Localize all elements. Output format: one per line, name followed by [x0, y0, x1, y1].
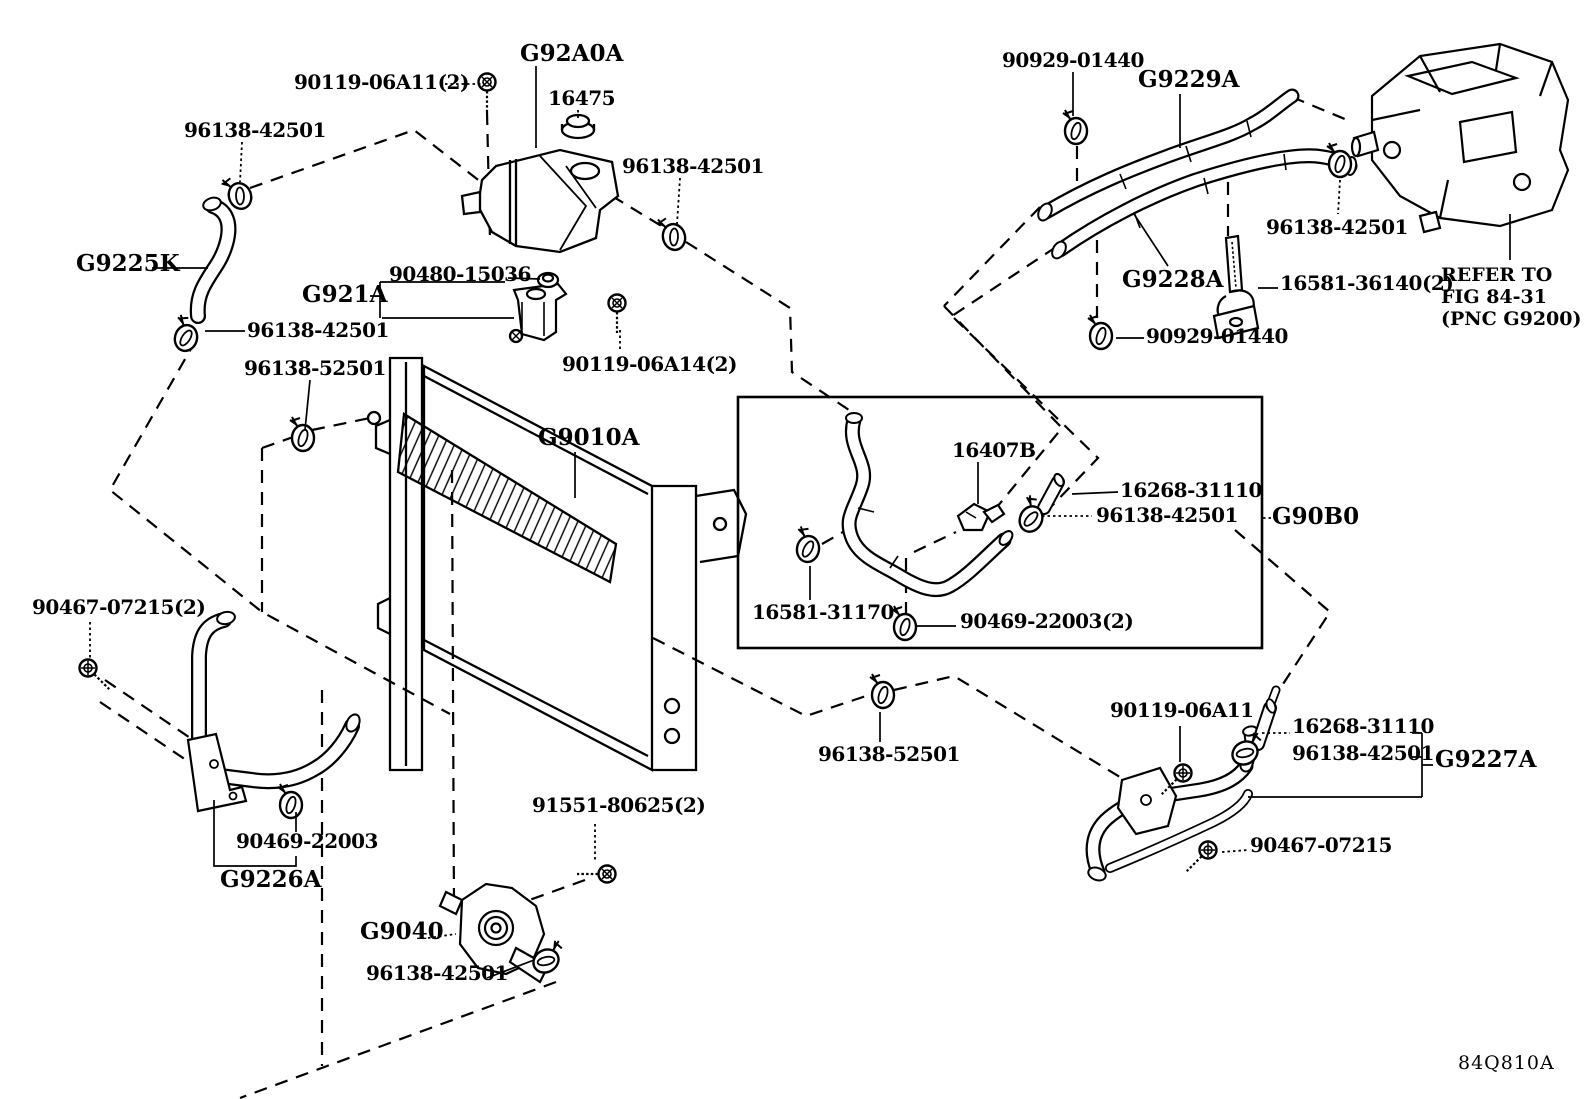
part-label-90929-01440-t[interactable]: 90929-01440	[1002, 48, 1144, 72]
part-label-g9229a[interactable]: G9229A	[1138, 66, 1240, 93]
part-label-91551-80625-2[interactable]: 91551-80625(2)	[532, 793, 706, 817]
part-label-16268-31110-br[interactable]: 16268-31110	[1292, 714, 1434, 738]
figure-code: 84Q810A	[1458, 1052, 1555, 1074]
part-label-96138-42501-br[interactable]: 96138-42501	[1292, 741, 1434, 765]
part-label-16581-36140-2[interactable]: 16581-36140(2)	[1280, 271, 1454, 295]
construction-lines	[99, 95, 1353, 1099]
part-label-90480-15036[interactable]: 90480-15036	[389, 262, 531, 286]
part-label-g921a[interactable]: G921A	[302, 281, 388, 308]
part-label-96138-52501-l[interactable]: 96138-52501	[244, 356, 386, 380]
bracket-16581-36140-drawing	[1212, 234, 1260, 340]
part-label-g9226a[interactable]: G9226A	[220, 866, 322, 893]
part-label-g9227a[interactable]: G9227A	[1435, 746, 1537, 773]
part-label-16268-31110-box[interactable]: 16268-31110	[1120, 478, 1262, 502]
joint-16268-box-drawing	[1037, 472, 1065, 515]
hose-g9226a	[186, 610, 361, 813]
part-label-96138-42501-tl[interactable]: 96138-42501	[184, 118, 326, 142]
hose-g9225k	[189, 196, 237, 324]
part-label-16475[interactable]: 16475	[548, 86, 616, 110]
radiator-drawing	[366, 328, 748, 772]
refer-note: REFER TO FIG 84-31 (PNC G9200)	[1441, 264, 1581, 330]
refer-note-line1: REFER TO	[1441, 264, 1553, 286]
part-label-90119-06a11[interactable]: 90119-06A11	[1110, 698, 1254, 722]
inverter-drawing	[1350, 42, 1570, 234]
part-label-g92a0a[interactable]: G92A0A	[520, 40, 624, 67]
part-label-g9040[interactable]: G9040	[360, 918, 444, 945]
pump-g9040-drawing	[438, 882, 550, 984]
hose-g9227a	[1085, 725, 1258, 882]
part-label-96138-42501-box[interactable]: 96138-42501	[1096, 503, 1238, 527]
part-label-90467-07215[interactable]: 90467-07215	[1250, 833, 1392, 857]
part-label-96138-42501-l[interactable]: 96138-42501	[247, 318, 389, 342]
hose-g9228a	[1051, 148, 1358, 260]
part-label-16581-31170[interactable]: 16581-31170	[752, 600, 894, 624]
bracket-g921a-drawing	[512, 271, 568, 342]
detail-box-g90b0	[736, 395, 1264, 650]
part-label-g9010a[interactable]: G9010A	[538, 424, 640, 451]
part-label-96138-52501-b[interactable]: 96138-52501	[818, 742, 960, 766]
leader-lines	[152, 66, 1511, 979]
part-label-96138-42501-tr[interactable]: 96138-42501	[1266, 215, 1408, 239]
part-label-90469-22003[interactable]: 90469-22003	[236, 829, 378, 853]
dotted-leader-lines	[89, 83, 1341, 939]
part-label-16407b[interactable]: 16407B	[952, 438, 1036, 462]
refer-note-line3: (PNC G9200)	[1441, 308, 1582, 330]
hose-g9229a	[1037, 88, 1300, 222]
part-label-90929-01440-b[interactable]: 90929-01440	[1146, 324, 1288, 348]
hose-g90b0	[841, 412, 1014, 598]
part-label-90467-07215-2[interactable]: 90467-07215(2)	[32, 595, 206, 619]
part-label-96138-42501-res[interactable]: 96138-42501	[622, 154, 764, 178]
joint-16268-br-drawing	[1251, 685, 1281, 751]
sensor-16407b-drawing	[956, 502, 1006, 532]
part-label-90469-22003-2[interactable]: 90469-22003(2)	[960, 609, 1134, 633]
part-label-90119-06a14-2[interactable]: 90119-06A14(2)	[562, 352, 737, 376]
part-label-g9225k[interactable]: G9225K	[76, 250, 180, 277]
part-label-90119-06a11-2[interactable]: 90119-06A11(2)	[294, 70, 469, 94]
part-label-96138-42501-b[interactable]: 96138-42501	[366, 961, 508, 985]
part-label-g9228a[interactable]: G9228A	[1122, 266, 1224, 293]
reservoir-drawing	[460, 113, 620, 254]
refer-note-line2: FIG 84-31	[1441, 286, 1547, 308]
part-label-g90b0[interactable]: G90B0	[1272, 503, 1360, 530]
